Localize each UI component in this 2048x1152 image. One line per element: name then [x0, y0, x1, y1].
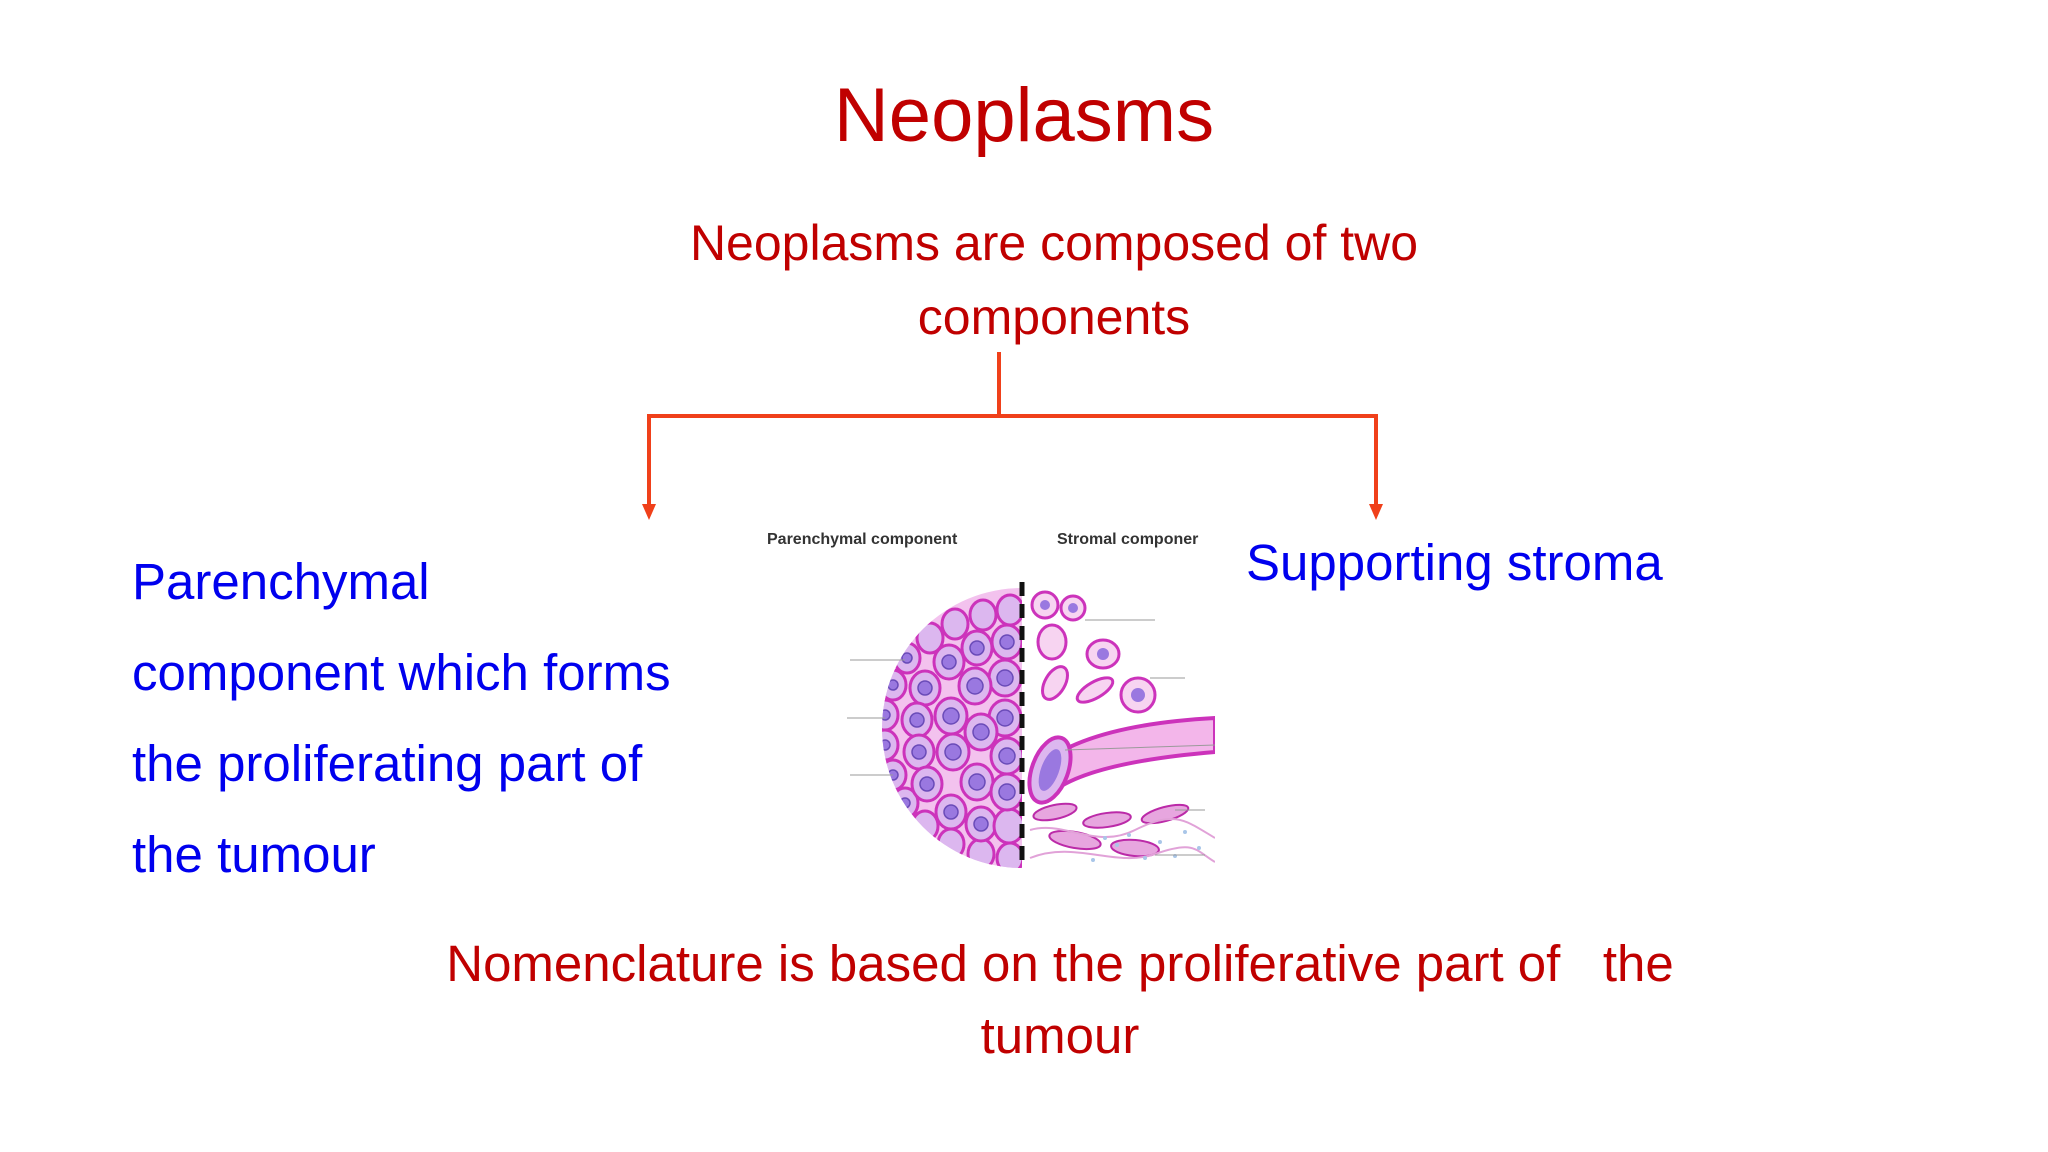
- parenchymal-description: Parenchymal component which forms the pr…: [132, 536, 772, 900]
- stromal-component-label: Stromal componer: [1057, 531, 1198, 548]
- parenchymal-line-4: the tumour: [132, 826, 376, 883]
- parenchymal-component-label: Parenchymal component: [767, 531, 958, 548]
- slide-title: Neoplasms: [833, 73, 1215, 158]
- parenchymal-line-1: Parenchymal: [132, 553, 430, 610]
- parenchymal-line-2: component which forms: [132, 644, 671, 701]
- nomenclature-line-1: Nomenclature is based on the proliferati…: [446, 935, 1674, 992]
- arrowhead-left: [642, 504, 656, 520]
- stromal-tissue: [1027, 590, 1215, 863]
- tumour-components-illustration: Parenchymal component Stromal componer: [767, 531, 1215, 868]
- stroma-description: Supporting stroma: [1246, 534, 1663, 591]
- parenchymal-line-3: the proliferating part of: [132, 735, 643, 792]
- parenchymal-cells: [882, 588, 1022, 868]
- slide-subtitle: Neoplasms are composed of two components: [689, 215, 1419, 345]
- nomenclature-line-2: tumour: [980, 1007, 1140, 1064]
- nomenclature-note: Nomenclature is based on the proliferati…: [300, 928, 1820, 1072]
- branch-connectors: [642, 352, 1383, 520]
- arrowhead-right: [1369, 504, 1383, 520]
